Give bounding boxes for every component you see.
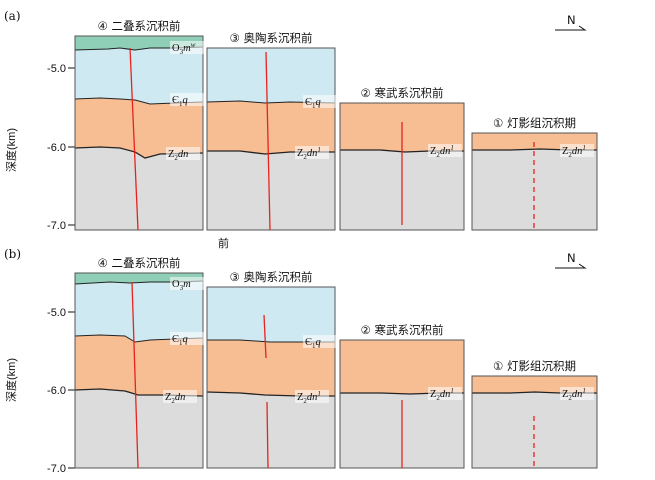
north-arrow-a: N (555, 13, 587, 31)
y-tick-label: -7.0 (47, 220, 66, 232)
layer-sinian-fill (75, 147, 203, 230)
y-tick-label: -6.0 (47, 385, 66, 397)
strat-label-bg (170, 332, 204, 345)
strat-label-o3m: O3m (172, 279, 191, 292)
y-axis-label: 深度(km) (4, 358, 18, 402)
strat-label-z2dn: Z2dn1 (430, 144, 454, 159)
strat-label-bg (295, 146, 329, 159)
stray-char: 前 (218, 236, 229, 250)
column-title: ① 灯影组沉积期 (493, 359, 576, 373)
fault-line (266, 401, 269, 469)
column-title: ④ 二叠系沉积前 (98, 19, 181, 33)
strat-label-z2dn: Z2dn1 (430, 387, 454, 402)
column-4: ① 灯影组沉积期 Z2dn1 (471, 359, 598, 469)
north-label: N (567, 251, 576, 265)
strat-label-bg (560, 387, 594, 400)
fault-line (263, 314, 267, 359)
layer-cambrian-fill (75, 335, 203, 396)
fault-line (129, 47, 139, 231)
strat-label-bg (428, 144, 462, 157)
strat-label-o3m: O3mw (172, 41, 196, 56)
column-3: ② 寒武系沉积前 Z2dn1 (339, 86, 465, 231)
north-arrow-b: N (555, 251, 587, 269)
strat-label-c1q: Є1q (305, 97, 321, 110)
column-frame (74, 272, 204, 469)
strat-label-bg (428, 387, 462, 400)
column-frame (471, 375, 598, 469)
column-title: ④ 二叠系沉积前 (98, 256, 181, 270)
strat-label-bg (170, 41, 204, 54)
strat-label-bg (166, 147, 200, 160)
column-title: ② 寒武系沉积前 (361, 86, 444, 100)
strat-label-c1q: Є1q (172, 95, 188, 108)
strat-label-bg (303, 95, 337, 108)
column-frame (74, 35, 204, 231)
strat-label-z2dn: Z2dn1 (297, 146, 321, 161)
column-3: ② 寒武系沉积前 Z2dn1 (339, 323, 465, 469)
strat-label-bg (163, 390, 197, 403)
column-4: ① 灯影组沉积期 Z2dn1 (471, 116, 598, 231)
fault-line (265, 51, 271, 231)
layer-cambrian-fill (75, 98, 203, 158)
column-frame (206, 286, 336, 469)
strat-label-z2dn: Z2dn1 (297, 390, 321, 405)
strat-label-bg (170, 277, 204, 290)
strat-label-bg (170, 93, 204, 106)
strat-label-z2dn: Z2dn (168, 149, 188, 162)
strat-label-z2dn: Z2dn (165, 392, 185, 405)
y-tick-label: -5.0 (47, 63, 66, 75)
layer-ordovician-fill (207, 287, 335, 342)
panel-label: (b) (4, 247, 21, 261)
strat-label-bg (560, 144, 594, 157)
strat-label-c1q: Є1q (172, 334, 188, 347)
strat-label-c1q: Є1q (305, 337, 321, 350)
strat-label-z2dn: Z2dn1 (562, 144, 586, 159)
column-title: ② 寒武系沉积前 (361, 323, 444, 337)
layer-cambrian-fill (207, 340, 335, 396)
column-title: ③ 奥陶系沉积前 (230, 31, 313, 45)
north-arrow-icon (555, 25, 587, 31)
y-tick-label: -7.0 (47, 463, 66, 475)
column-title: ① 灯影组沉积期 (493, 116, 576, 130)
north-arrow-icon (555, 263, 587, 269)
column-frame (339, 102, 465, 231)
y-tick-label: -5.0 (47, 307, 66, 319)
fault-line (131, 281, 139, 469)
panel-a: (a) 深度(km) -5.0 -6.0 -7.0 ④ 二叠系沉积前 O3mwЄ1qZ2dn… (4, 9, 598, 232)
layer-cambrian-fill (207, 101, 335, 154)
layer-sinian-fill (207, 151, 335, 230)
layer-o1m-fill (75, 47, 203, 104)
strat-label-bg (295, 390, 329, 403)
layer-sinian-fill (207, 392, 335, 468)
strat-label-bg (303, 335, 337, 348)
column-frame (206, 47, 336, 231)
y-tick-label: -6.0 (47, 142, 66, 154)
north-label: N (567, 13, 576, 27)
y-axis-label: 深度(km) (4, 128, 18, 172)
column-title: ③ 奥陶系沉积前 (230, 270, 313, 284)
strat-label-z2dn: Z2dn1 (562, 387, 586, 402)
panel-label: (a) (4, 9, 21, 23)
layer-ordovician-fill (207, 48, 335, 103)
layer-sinian-fill (75, 389, 203, 468)
layer-o1m-fill (75, 281, 203, 342)
layer-cambrian-fill (340, 340, 464, 394)
column-frame (471, 132, 598, 231)
